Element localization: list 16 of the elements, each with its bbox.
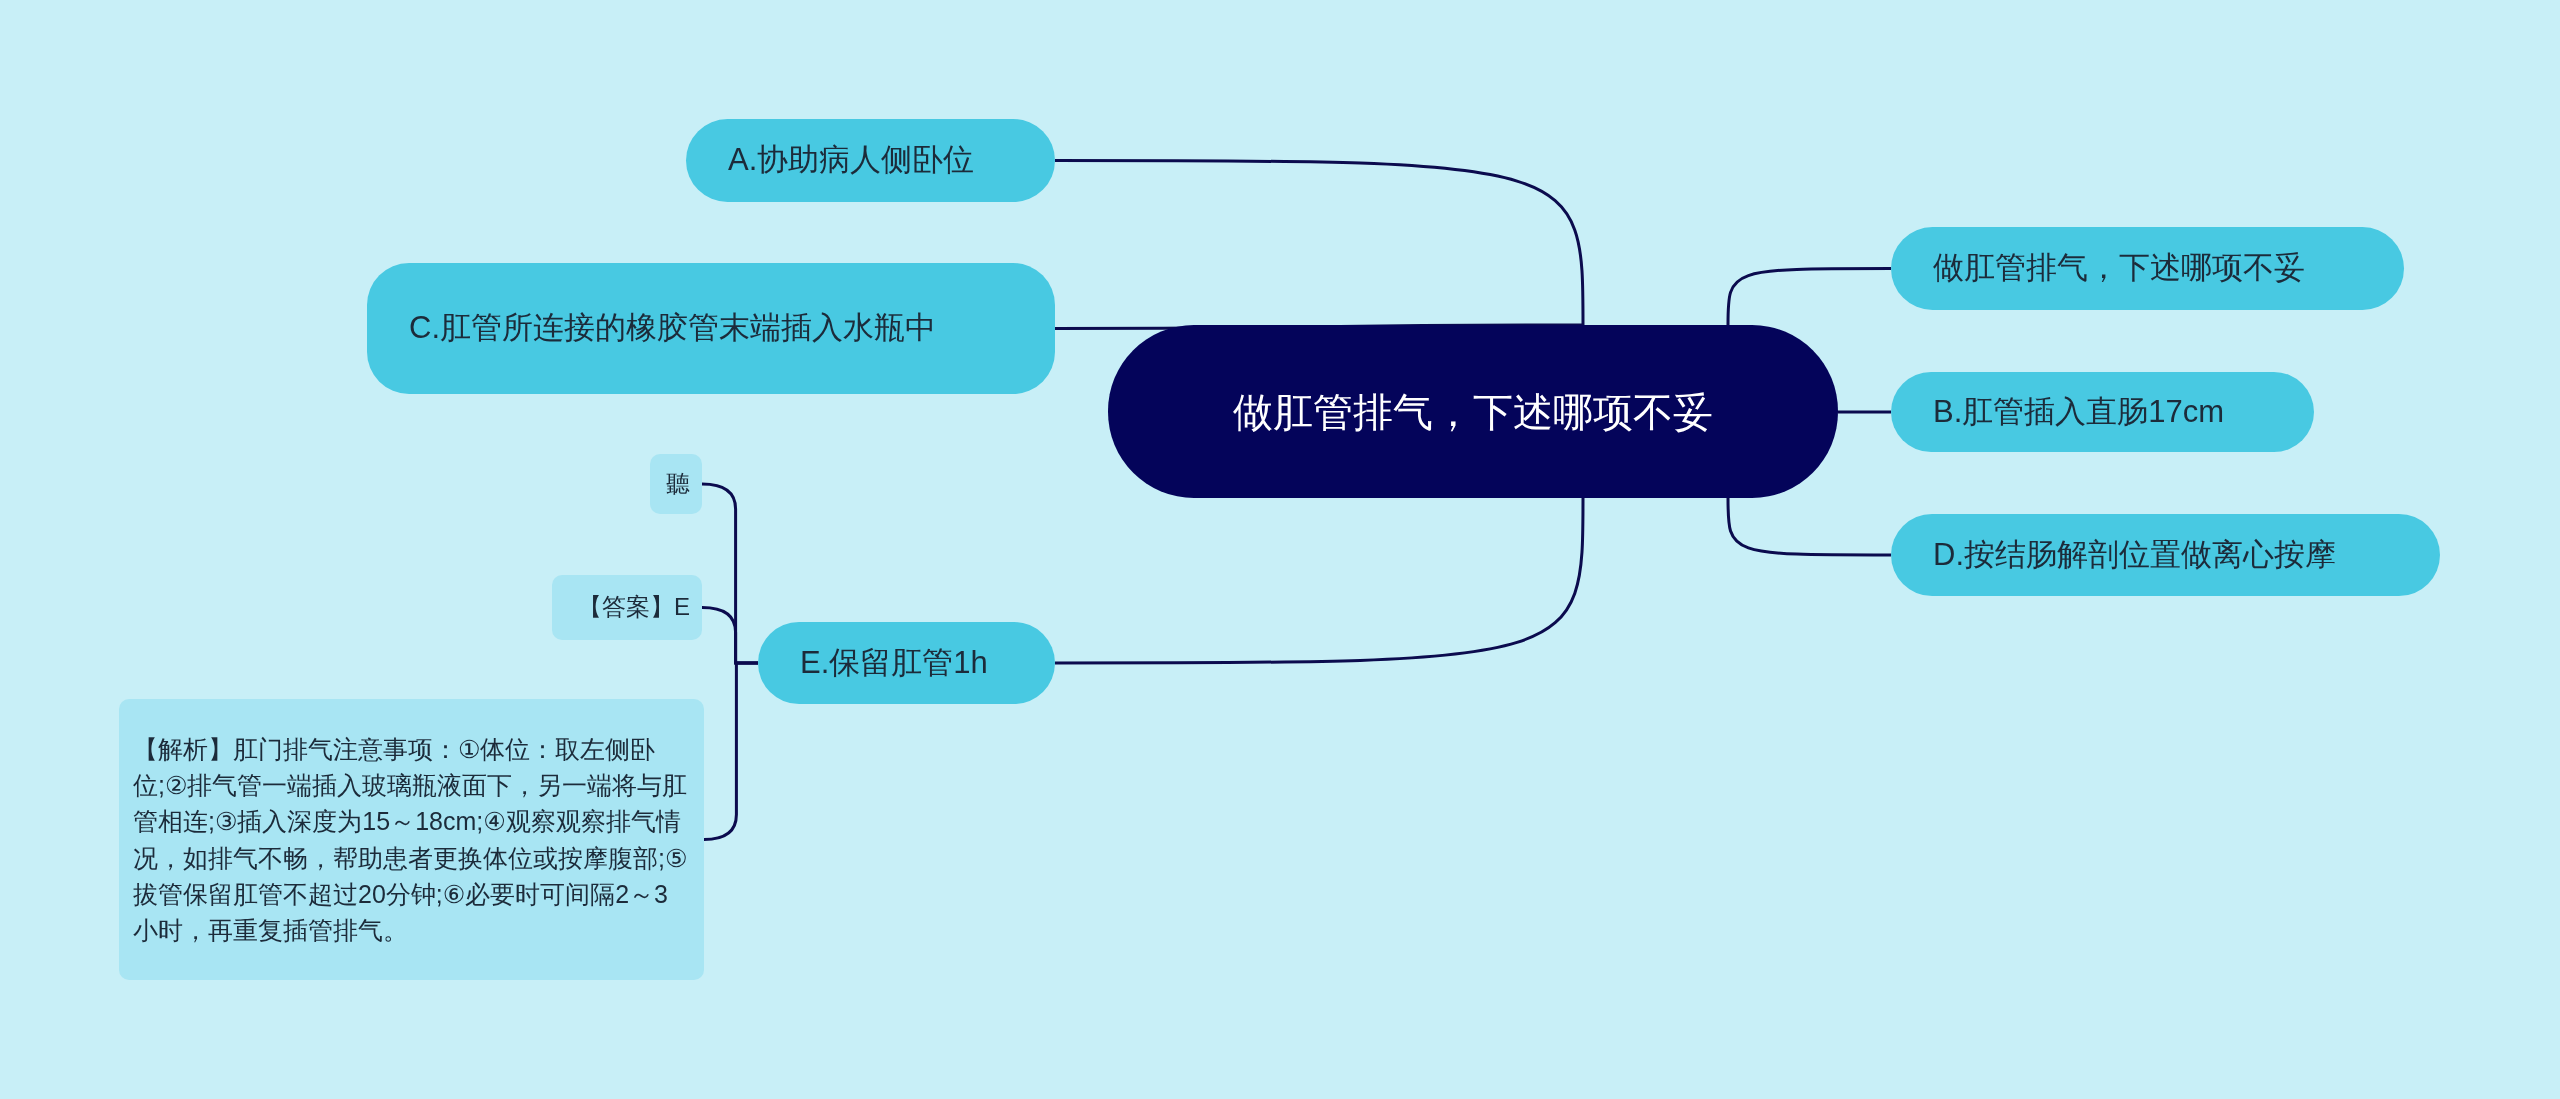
topic-node: 做肛管排气，下述哪项不妥 <box>1891 227 2404 310</box>
topic-node: B.肛管插入直肠17cm <box>1891 372 2314 452</box>
connector-line <box>1726 498 1891 557</box>
topic-node: E.保留肛管1h <box>758 622 1055 704</box>
topic-node: C.肛管所连接的橡胶管末端插入水瓶中 <box>367 263 1055 394</box>
connector-line <box>1838 410 1891 414</box>
note-node: 【解析】肛门排气注意事项：①体位：取左侧卧位;②排气管一端插入玻璃瓶液面下，另一端将与肛管相连;③插入深度为15～18cm;④观察观察排气情况，如排气不畅，帮助患者更换体位或按摩腹部;⑤拔管保留肛管不超过20分钟;⑥必要时可间隔2～3小时，再重复插管排气。 <box>119 699 704 980</box>
connector-line <box>1055 159 1585 325</box>
topic-node: D.按结肠解剖位置做离心按摩 <box>1891 514 2440 596</box>
note-node: 聽 <box>650 454 702 514</box>
connector-line <box>1055 498 1585 665</box>
connector-line <box>703 661 758 841</box>
topic-node: A.协助病人侧卧位 <box>686 119 1055 202</box>
central-topic: 做肛管排气，下述哪项不妥 <box>1108 325 1838 498</box>
connector-line <box>1726 267 1891 325</box>
note-node: 【答案】E <box>552 575 702 640</box>
